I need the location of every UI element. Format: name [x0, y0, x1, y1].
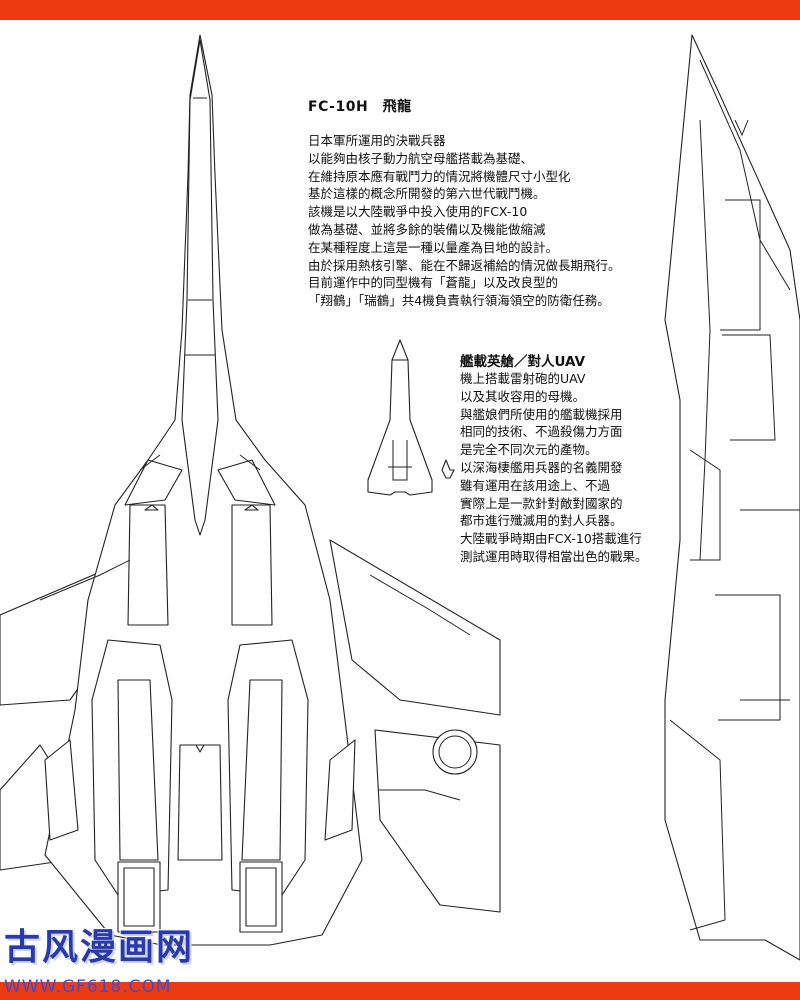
- uav-description-line: 雖有運用在該用途上、不過: [460, 477, 611, 493]
- fighter-side-view: [664, 34, 800, 961]
- wing-roundel: [432, 729, 478, 775]
- right-wing: [329, 539, 501, 716]
- description-line: 做為基礎、並將多餘的裝備以及機能做縮減: [308, 221, 546, 237]
- right-tail-fin: [374, 729, 501, 913]
- description-line: 在維持原本應有戰鬥力的情況將機體尺寸小型化: [308, 168, 571, 184]
- uav-description-line: 以深海棲艦用兵器的名義開發: [460, 459, 623, 475]
- description-line: 以能夠由核子動力航空母艦搭載為基礎、: [308, 150, 534, 166]
- uav-description-line: 測試運用時取得相當出色的戰果。: [460, 548, 648, 564]
- description-line: 該機是以大陸戰爭中投入使用的FCX-10: [308, 204, 528, 220]
- uav-description-line: 相同的技術、不過殺傷力方面: [460, 424, 623, 440]
- fighter-top-view: [0, 34, 501, 946]
- uav-carrier-drawing: [367, 339, 455, 496]
- uav-title: 艦載英艙／對人UAV: [460, 354, 586, 370]
- uav-description-line: 機上搭載雷射砲的UAV: [460, 371, 586, 386]
- nose-spine: [181, 39, 219, 536]
- uav-description-line: 以及其收容用的母機。: [460, 388, 586, 404]
- uav-description-line: 與艦娘們所使用的艦載機採用: [460, 406, 623, 422]
- watermark-url: WWW.GF618.COM: [4, 977, 172, 997]
- description-line: 由於採用熱核引擎、能在不歸返補給的情況做長期飛行。: [308, 257, 621, 273]
- description-line: 基於這樣的概念所開發的第六世代戰鬥機。: [308, 186, 546, 202]
- description-line: 日本軍所運用的決戰兵器: [308, 133, 446, 148]
- aircraft-description: 日本軍所運用的決戰兵器 以能夠由核子動力航空母艦搭載為基礎、 在維持原本應有戰鬥…: [308, 132, 688, 310]
- uav-description-line: 實際上是一款針對敵對國家的: [460, 495, 623, 511]
- watermark-logo: 古风漫画网: [4, 926, 195, 968]
- description-line: 「翔鶴」「瑞鶴」共4機負責執行領海領空的防衛任務。: [308, 293, 610, 309]
- description-line: 目前運作中的同型機有「蒼龍」以及改良型的: [308, 275, 559, 291]
- uav-description-line: 都市進行殲滅用的對人兵器。: [460, 513, 623, 529]
- uav-description: 機上搭載雷射砲的UAV 以及其收容用的母機。 與艦娘們所使用的艦載機採用 相同的…: [460, 370, 700, 566]
- bottom-accent-bar: [0, 982, 800, 1000]
- uav-drone-icon: [441, 459, 455, 479]
- aircraft-title: FC-10H 飛龍: [308, 99, 412, 115]
- description-line: 在某種程度上這是一種以量產為目地的設計。: [308, 239, 559, 255]
- top-accent-bar: [0, 0, 800, 20]
- uav-description-line: 是完全不同次元的產物。: [460, 442, 598, 458]
- uav-description-line: 大陸戰爭時期由FCX-10搭載進行: [460, 531, 642, 547]
